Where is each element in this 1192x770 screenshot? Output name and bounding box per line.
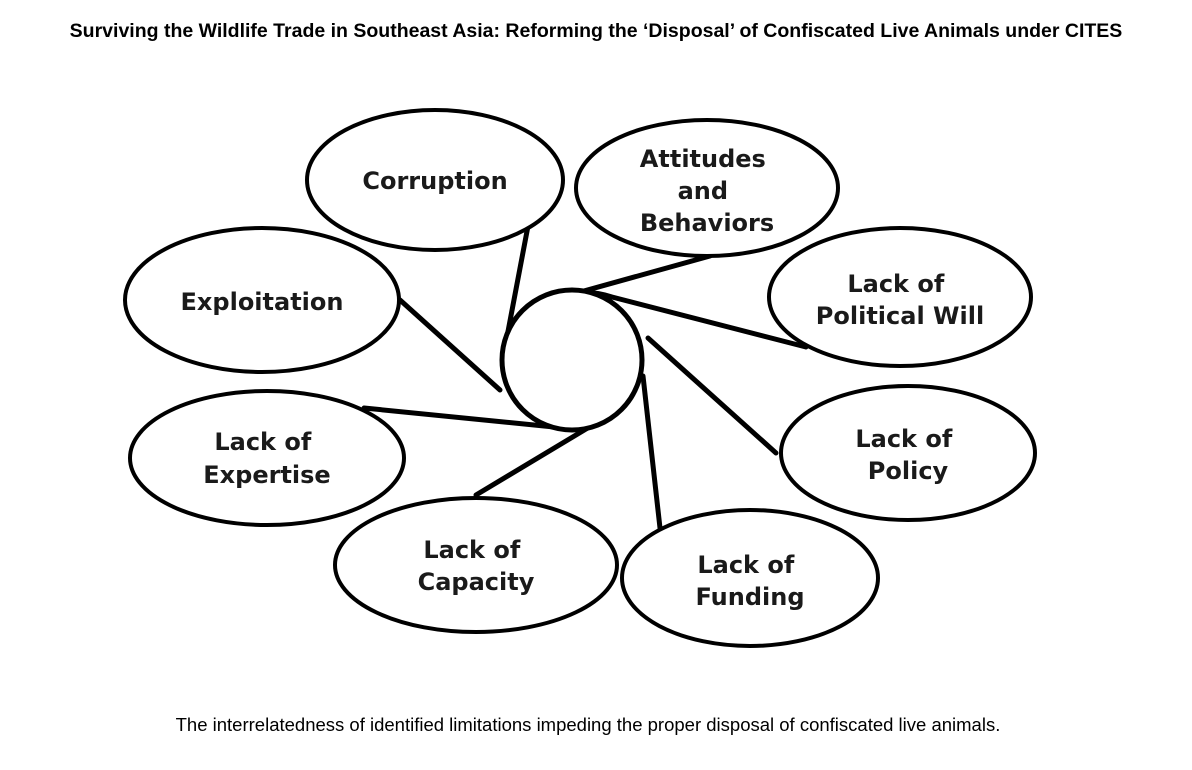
svg-text:Lack of Expertise: Lack of Expertise (203, 428, 330, 489)
node-expertise-label-2: Expertise (203, 461, 330, 489)
connector-expertise (361, 405, 557, 430)
node-lack-of-funding: Lack of Funding (620, 508, 880, 648)
central-hub (499, 287, 645, 433)
node-lack-of-capacity: Lack of Capacity (333, 496, 619, 634)
svg-text:Lack of Political Will: Lack of Political Will (816, 270, 984, 330)
node-lack-of-expertise: Lack of Expertise (128, 389, 406, 527)
node-funding-ellipse (620, 508, 880, 648)
node-lack-of-political-will: Lack of Political Will (767, 226, 1033, 368)
node-attitudes-label-1: Attitudes (640, 145, 766, 173)
svg-text:Lack of Policy: Lack of Policy (855, 425, 960, 485)
connector-funding (640, 373, 663, 531)
svg-text:Exploitation: Exploitation (181, 288, 344, 316)
figure-title: Surviving the Wildlife Trade in Southeas… (69, 20, 1123, 42)
node-lack-of-policy: Lack of Policy (779, 384, 1037, 522)
connector-capacity (473, 420, 599, 498)
node-attitudes-label-2: and (678, 177, 728, 205)
node-expertise-label-1: Lack of (214, 428, 312, 456)
node-attitudes-and-behaviors: Attitudes and Behaviors (574, 118, 840, 258)
node-funding-label-2: Funding (695, 583, 804, 611)
node-political-will-label-1: Lack of (847, 270, 945, 298)
figure-caption: The interrelatedness of identified limit… (175, 714, 1001, 735)
node-expertise-ellipse (128, 389, 406, 527)
node-capacity-label-1: Lack of (423, 536, 521, 564)
svg-text:Lack of Capacity: Lack of Capacity (418, 536, 535, 596)
node-corruption-ellipse (305, 108, 565, 252)
svg-text:Attitudes and Beha: Attitudes and Behaviors (640, 145, 774, 237)
node-policy-ellipse (779, 384, 1037, 522)
node-corruption-label: Corruption (362, 167, 507, 195)
connector-policy (645, 335, 779, 456)
node-attitudes-ellipse (574, 118, 840, 258)
svg-text:Lack of Funding: Lack of Funding (695, 551, 804, 611)
connector-corruption (503, 223, 531, 345)
node-funding-label-1: Lack of (697, 551, 795, 579)
node-exploitation-label: Exploitation (181, 288, 344, 316)
node-capacity-ellipse (333, 496, 619, 634)
svg-text:Corruption: Corruption (362, 167, 507, 195)
node-attitudes-label-3: Behaviors (640, 209, 774, 237)
node-political-will-label-2: Political Will (816, 302, 984, 330)
node-exploitation-ellipse (123, 226, 401, 374)
connector-exploitation (397, 297, 503, 393)
node-policy-label-2: Policy (868, 457, 949, 485)
node-exploitation: Exploitation (123, 226, 401, 374)
node-capacity-label-2: Capacity (418, 568, 535, 596)
node-policy-label-1: Lack of (855, 425, 953, 453)
node-corruption: Corruption (305, 108, 565, 252)
node-political-will-ellipse (767, 226, 1033, 368)
